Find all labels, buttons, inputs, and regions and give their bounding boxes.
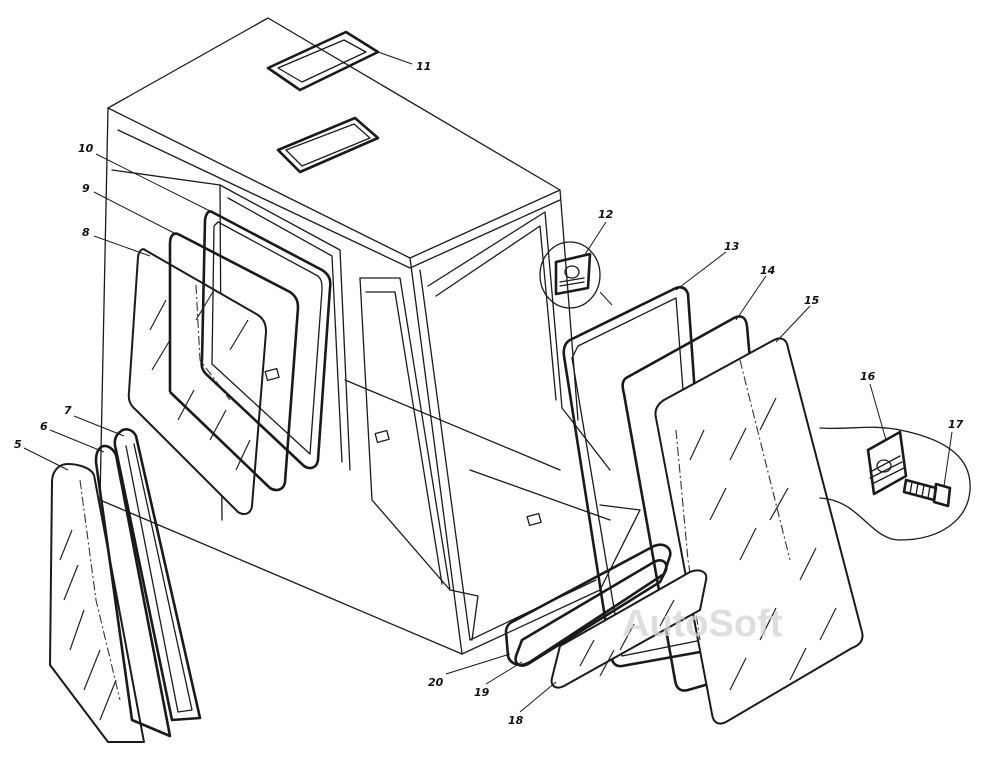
label-part-10: 10	[78, 142, 94, 155]
label-part-17: 17	[948, 418, 964, 431]
clamp-part-16	[866, 430, 908, 496]
label-part-8: 8	[82, 226, 90, 239]
left-seal-part-6	[94, 444, 172, 738]
label-part-13: 13	[724, 240, 740, 253]
label-part-9: 9	[82, 182, 90, 195]
roof-hatch-seal-part	[266, 30, 380, 92]
left-glass-part-5	[49, 463, 145, 743]
bolt-part-17	[902, 478, 952, 508]
label-part-14: 14	[760, 264, 775, 277]
clamp-detail-part-12	[539, 241, 613, 309]
label-part-12: 12	[598, 208, 614, 221]
left-frame-part-7	[113, 428, 202, 722]
lower-glass-part-18	[550, 569, 708, 689]
label-part-11: 11	[416, 60, 431, 73]
label-part-7: 7	[64, 404, 72, 417]
rear-frame-part-10	[200, 210, 332, 470]
lower-frame-part-19	[514, 559, 668, 667]
label-part-19: 19	[474, 686, 490, 699]
label-part-18: 18	[508, 714, 524, 727]
leader-lines	[23, 51, 953, 713]
label-part-6: 6	[40, 420, 48, 433]
rear-glass-part-8	[127, 248, 267, 515]
watermark: AutoSoft	[622, 603, 783, 645]
label-part-20: 20	[428, 676, 444, 689]
right-glass-part-15	[654, 337, 864, 725]
label-part-16: 16	[860, 370, 876, 383]
part-number-labels: 5 6 7 8 9 10 11 12 13 14 15 16 17 18 19 …	[14, 60, 964, 727]
clamp-bolt-detail	[819, 426, 971, 541]
label-part-5: 5	[14, 438, 22, 451]
label-part-15: 15	[804, 294, 820, 307]
